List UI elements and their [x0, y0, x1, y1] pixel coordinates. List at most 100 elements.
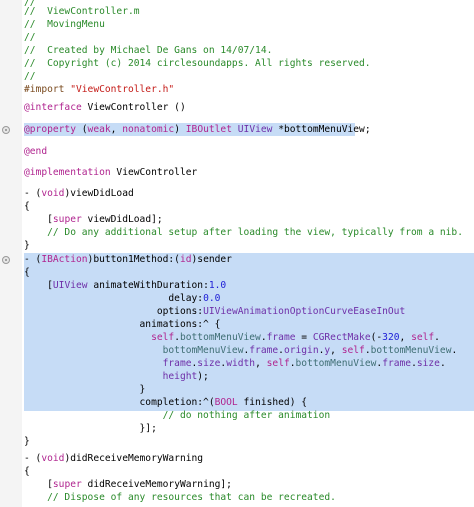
- token: )didReceiveMemoryWarning: [64, 453, 204, 464]
- token: IBAction: [41, 254, 88, 265]
- code-line: [super viewDidLoad];: [24, 213, 163, 226]
- token: =: [295, 332, 313, 343]
- token: @property: [24, 124, 76, 135]
- code-line-viewdidload: - (void)viewDidLoad: [24, 187, 134, 200]
- token: options:: [24, 306, 204, 317]
- token: [: [24, 280, 53, 291]
- code-line: // MovingMenu: [24, 19, 105, 30]
- token: self: [266, 358, 290, 369]
- token: UIView: [52, 280, 88, 291]
- token: UIView: [237, 124, 273, 135]
- token: self: [151, 332, 175, 343]
- code-line: }];: [24, 423, 157, 434]
- token: didReceiveMemoryWarning];: [81, 479, 232, 490]
- token: (: [75, 124, 88, 135]
- action-connection-icon[interactable]: [2, 256, 10, 264]
- token: y: [324, 345, 331, 356]
- token: id: [179, 254, 192, 265]
- code-line: height);: [24, 370, 209, 383]
- token: super: [52, 479, 82, 490]
- code-line: }: [24, 384, 146, 395]
- code-line: {: [24, 267, 30, 278]
- code-line-import: #import "ViewController.h": [24, 83, 174, 96]
- outlet-connection-icon[interactable]: [2, 126, 10, 134]
- code-line: //: [24, 71, 36, 82]
- token: ViewController: [110, 167, 198, 178]
- token: [: [24, 214, 53, 225]
- token: animateWithDuration:: [87, 280, 209, 291]
- token: )viewDidLoad: [64, 188, 134, 199]
- token: .: [243, 345, 250, 356]
- token: UIViewAnimationOptionCurveEaseInOut: [203, 306, 406, 317]
- code-line: //: [24, 0, 36, 8]
- token: frame: [382, 358, 412, 369]
- code-line-memory-warning: - (void)didReceiveMemoryWarning: [24, 452, 203, 465]
- token: ): [174, 124, 186, 135]
- line-gutter[interactable]: [0, 0, 22, 507]
- token: frame: [249, 345, 279, 356]
- token: size: [197, 358, 221, 369]
- token: - (: [24, 453, 42, 464]
- code-line: // Copyright (c) 2014 circlesoundapps. A…: [24, 58, 371, 69]
- code-line-end: @end: [24, 146, 48, 157]
- token: BOOL: [214, 397, 238, 408]
- code-line: }: [24, 436, 30, 447]
- token: origin: [283, 345, 319, 356]
- token: [24, 371, 163, 382]
- token: [24, 332, 151, 343]
- token: self: [341, 345, 365, 356]
- token: .: [318, 345, 325, 356]
- code-line: frame.size.width, self.bottomMenuView.fr…: [24, 357, 446, 370]
- token: [24, 358, 163, 369]
- token: [: [24, 479, 53, 490]
- token: viewDidLoad];: [81, 214, 163, 225]
- code-line: bottomMenuView.frame.origin.y, self.bott…: [24, 344, 458, 357]
- token: finished) {: [237, 397, 308, 408]
- selection-highlight-method: [24, 253, 474, 411]
- token: - (: [24, 188, 42, 199]
- token: void: [41, 453, 65, 464]
- code-line: [super didReceiveMemoryWarning];: [24, 478, 232, 491]
- code-line-button-action: - (IBAction)button1Method:(id)sender: [24, 253, 232, 266]
- token: IBOutlet: [185, 124, 232, 135]
- selection-highlight-property: [24, 123, 355, 136]
- token: ViewController (): [81, 102, 186, 113]
- token: .: [364, 345, 371, 356]
- token: CGRectMake: [312, 332, 371, 343]
- token: width: [226, 358, 256, 369]
- code-line: // Do any additional setup after loading…: [24, 227, 463, 238]
- token: size: [416, 358, 440, 369]
- token: - (: [24, 254, 42, 265]
- token: .: [174, 332, 180, 343]
- token: )button1Method:(: [87, 254, 180, 265]
- token: bottomMenuView: [370, 345, 452, 356]
- code-line: options:UIViewAnimationOptionCurveEaseIn…: [24, 305, 405, 318]
- token: ,: [330, 345, 342, 356]
- token: bottomMenuView: [162, 345, 244, 356]
- token: .: [278, 345, 284, 356]
- code-line: {: [24, 466, 30, 477]
- code-line: // Dispose of any resources that can be …: [24, 492, 336, 503]
- token: .: [220, 358, 227, 369]
- code-line-property: @property (weak, nonatomic) IBOutlet UIV…: [24, 123, 371, 136]
- token: 0.0: [203, 293, 221, 304]
- token: @implementation: [24, 167, 111, 178]
- token: ,: [255, 358, 267, 369]
- token: *bottomMenuView;: [272, 124, 371, 135]
- token: ,: [110, 124, 123, 135]
- token: 1.0: [208, 280, 227, 291]
- token: .: [260, 332, 267, 343]
- code-line: completion:^(BOOL finished) {: [24, 396, 308, 409]
- code-line-interface: @interface ViewController (): [24, 101, 186, 114]
- code-line: [UIView animateWithDuration:1.0: [24, 279, 226, 292]
- token: ,: [399, 332, 412, 343]
- token: weak: [87, 124, 111, 135]
- code-line: // do nothing after animation: [24, 410, 331, 421]
- token: .: [439, 358, 446, 369]
- code-line: delay:0.0: [24, 292, 220, 305]
- token: .: [411, 358, 417, 369]
- token: completion:^(: [24, 397, 215, 408]
- token: self: [411, 332, 435, 343]
- code-line: animations:^ {: [24, 319, 221, 330]
